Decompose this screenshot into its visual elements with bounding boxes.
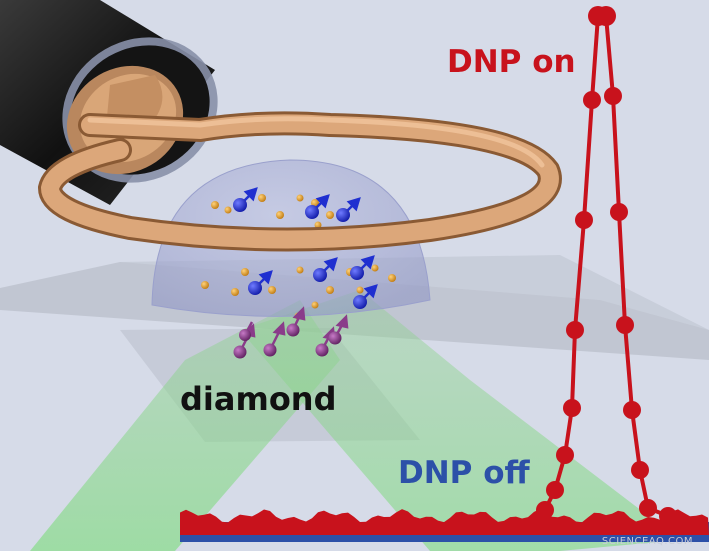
nuclear-spin-spheres bbox=[233, 198, 367, 309]
dnp-on-point bbox=[583, 91, 601, 109]
nv-spin-spheres bbox=[233, 323, 342, 359]
dnp-on-baseline bbox=[180, 509, 709, 535]
dnp-on-point bbox=[536, 501, 554, 519]
dnp-on-label: DNP on bbox=[447, 44, 576, 80]
laser-beam-right bbox=[240, 290, 680, 551]
diamond-label: diamond bbox=[180, 380, 337, 418]
dnp-on-point bbox=[604, 87, 622, 105]
dnp-on-point bbox=[563, 399, 581, 417]
rf-coil-loop bbox=[37, 111, 562, 252]
dnp-on-point bbox=[623, 401, 641, 419]
dnp-off-label: DNP off bbox=[398, 455, 530, 491]
dnp-on-point bbox=[631, 461, 649, 479]
dnp-on-point bbox=[575, 211, 593, 229]
dnp-on-point bbox=[546, 481, 564, 499]
dnp-on-trace bbox=[180, 6, 709, 535]
dnp-on-point bbox=[616, 316, 634, 334]
laser-beams bbox=[30, 290, 680, 551]
electron-spins bbox=[201, 194, 396, 320]
dnp-on-point bbox=[596, 6, 616, 26]
dnp-on-point bbox=[610, 203, 628, 221]
credit-watermark: SCIENCEAQ.COM bbox=[601, 536, 693, 547]
dnp-on-point bbox=[556, 446, 574, 464]
dnp-on-point bbox=[659, 507, 677, 525]
dnp-on-point bbox=[566, 321, 584, 339]
laser-beam-left bbox=[30, 300, 340, 551]
dnp-on-point bbox=[639, 499, 657, 517]
